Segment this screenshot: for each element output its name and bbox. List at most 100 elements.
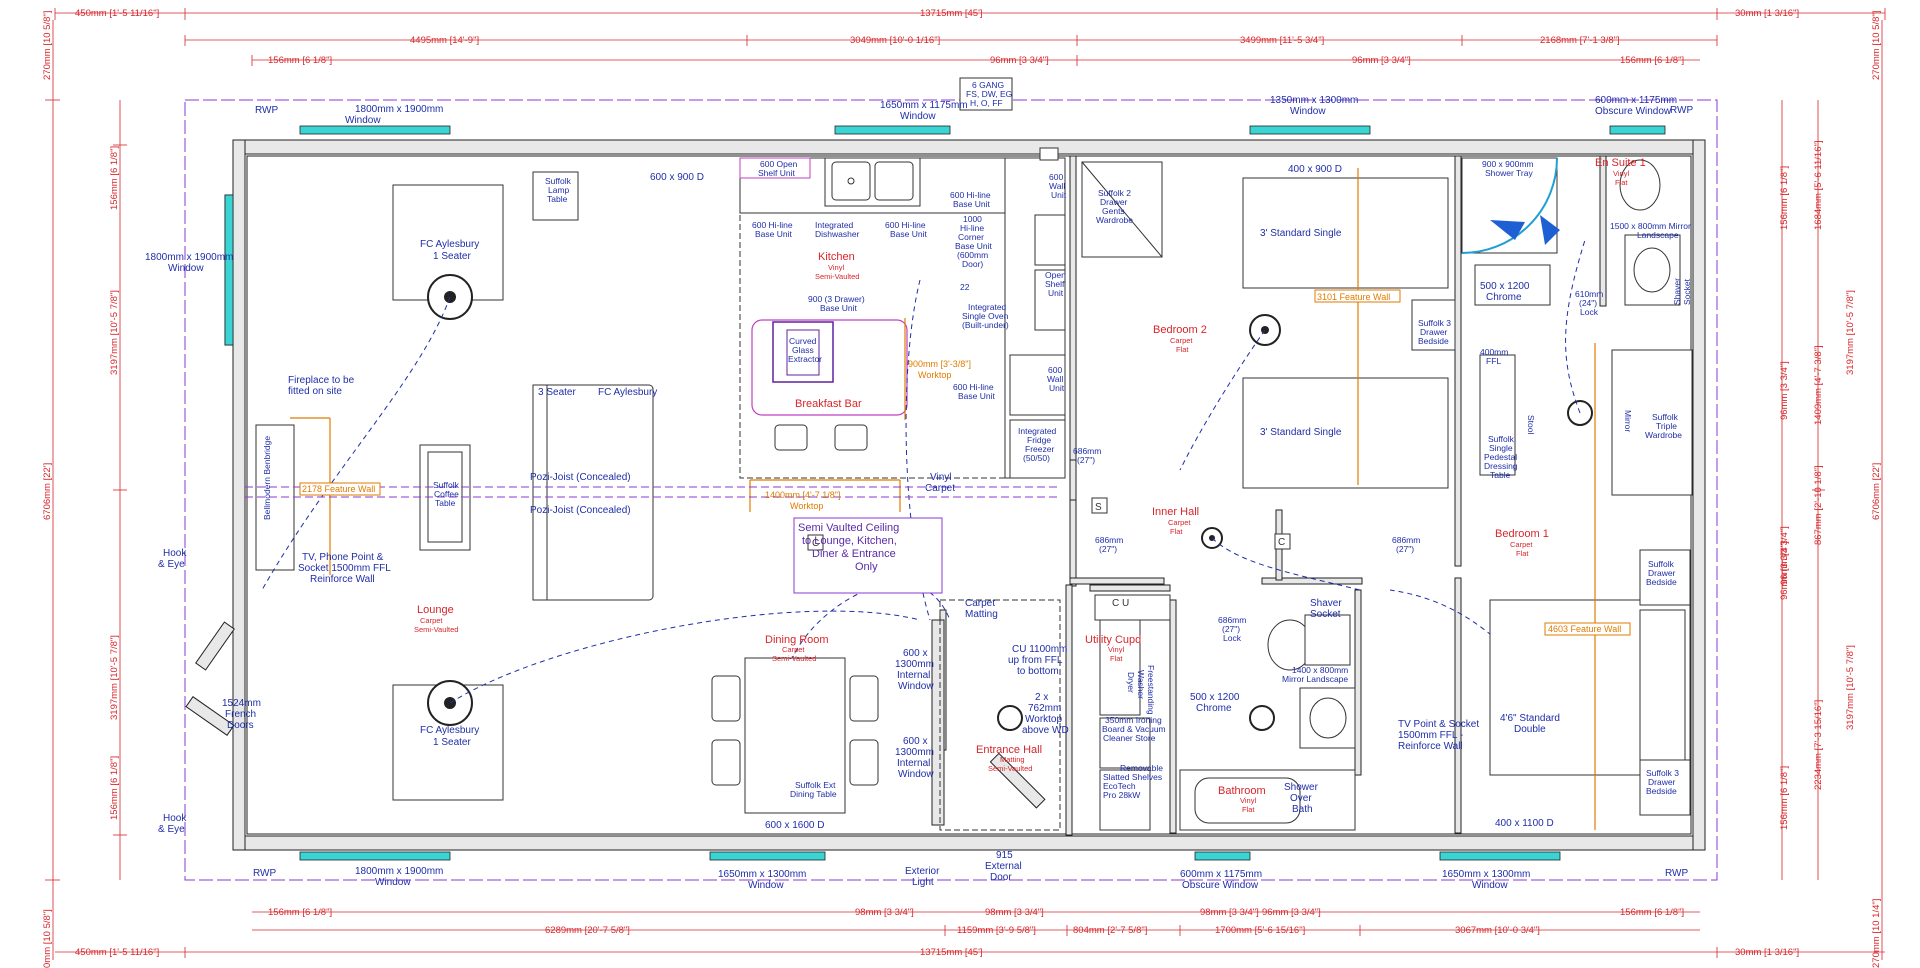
kit-wallunit2-1: 600: [1048, 365, 1062, 375]
int-window2-1: 600 x: [903, 736, 927, 747]
triple-wardrobe-2: Triple: [1656, 421, 1677, 431]
door686c-2: (27"): [1396, 544, 1414, 554]
boiler-2: Pro 28kW: [1103, 790, 1140, 800]
tv-bed1-1: TV Point & Socket: [1398, 719, 1479, 730]
chrome-bath-1: 500 x 1200: [1190, 692, 1240, 703]
ironing-2: Board & Vacuum: [1102, 724, 1166, 734]
kit-hiline4-2: Base Unit: [958, 391, 995, 401]
shaver-bath-2: Socket: [1310, 609, 1341, 620]
ens-mirror-1: 1500 x 800mm Mirror: [1610, 221, 1691, 231]
worktop-island-2: Worktop: [918, 370, 951, 380]
dim-right-outer-bot: 270mm [10 1/4"]: [1871, 899, 1882, 968]
kit-wallunit-1: 600: [1049, 172, 1063, 182]
kit-corner-6: Door): [962, 259, 983, 269]
kitchen: [739, 77, 1066, 512]
lounge-name: Lounge: [417, 604, 454, 616]
lounge-finish: Carpet: [420, 616, 443, 625]
dim-right-far-1: 3197mm [10'-5 7/8"]: [1845, 290, 1856, 375]
int-window2-4: Window: [898, 769, 934, 780]
int-window1-1: 600 x: [903, 648, 927, 659]
c-marker-2: C: [1278, 537, 1285, 548]
washer-1: Freestanding: [1146, 665, 1156, 715]
dim-left-inner-2: 3197mm [10'-5 7/8"]: [109, 290, 120, 375]
kit-fridge-1: Integrated: [1018, 426, 1057, 436]
tv-lounge-1: TV, Phone Point &: [302, 552, 384, 563]
bedside-b1bot-3: Bedside: [1646, 786, 1677, 796]
dim-top-section-3: 3499mm [11'-5 3/4"]: [1240, 35, 1324, 46]
feature-wall-bed1: 4603 Feature Wall: [1548, 624, 1621, 634]
dressing-3: Pedestal: [1484, 452, 1517, 462]
tv-lounge-2: Socket 1500mm FFL: [298, 563, 391, 574]
dim-bot-section-4: 1700mm [5'-6 15/16"]: [1215, 925, 1305, 936]
french-doors-2: French: [225, 709, 256, 720]
tv-bed1-2: 1500mm FFL -: [1398, 730, 1463, 741]
shower-tray-1: 900 x 900mm: [1482, 159, 1534, 169]
utility-finish: Vinyl: [1108, 645, 1124, 654]
kit-wallunit-2: Wall: [1049, 181, 1065, 191]
feature-wall-tags: [299, 289, 1631, 636]
hook-top-1: Hook: [163, 548, 187, 559]
rwp-top-left: RWP: [255, 105, 278, 116]
dim-bot-offset-3: 98mm [3 3/4"]: [985, 907, 1044, 918]
dim-top-overall-left: 450mm [1'-5 11/16"]: [75, 8, 159, 19]
bedside-b1top-3: Bedside: [1646, 577, 1677, 587]
shaver-bath-1: Shaver: [1310, 598, 1342, 609]
ensuite: [1461, 157, 1681, 306]
dim-bot-section-3: 804mm [2'-7 5/8"]: [1073, 925, 1147, 936]
bedroom1-name: Bedroom 1: [1495, 528, 1549, 540]
dim-left-outer-top: 270mm [10 5/8"]: [42, 11, 53, 80]
kit-hiline3-2: Base Unit: [953, 199, 990, 209]
floor-change-carpet: Carpet: [925, 483, 955, 494]
ext-door-3: Door: [990, 872, 1012, 883]
roof-outline: [184, 99, 1718, 881]
dining-table-2: Dining Table: [790, 789, 837, 799]
cu-letters: C U: [1112, 598, 1129, 609]
kit-drawer-2: Base Unit: [820, 303, 857, 313]
dim-right-inner-8: 2234mm [7'-3 15/16"]: [1813, 700, 1824, 790]
dim-bot-overall-mid: 13715mm [45']: [920, 947, 983, 958]
lamp-table-3: Table: [547, 194, 568, 204]
dim-right-far-2: 3197mm [10'-5 7/8"]: [1845, 645, 1856, 730]
bathroom-finish: Vinyl: [1240, 796, 1256, 805]
c-marker-box: [807, 534, 824, 551]
sofa-1: 3 Seater: [538, 387, 576, 398]
dim-bot-section-2: 1159mm [3'-9 5/8"]: [957, 925, 1036, 936]
door686b-1: 686mm: [1095, 535, 1123, 545]
hook-bottom-2: & Eye: [158, 824, 185, 835]
kit-num-22: 22: [960, 282, 970, 292]
radiator-top: 600 x 900 D: [650, 172, 704, 183]
bedside-b1bot-2: Drawer: [1648, 777, 1676, 787]
worktop-island-1: 900mm [3'-3/8"]: [908, 359, 971, 369]
dressing-1: Suffolk: [1488, 434, 1515, 444]
tv-bed1-3: Reinforce Wall: [1398, 741, 1463, 752]
carpet-matting-1: Carpet: [965, 598, 995, 609]
ens-chrome-2: Chrome: [1486, 292, 1522, 303]
ironing-1: 350mm Ironing: [1105, 715, 1162, 725]
washer-3: Dryer: [1126, 672, 1136, 693]
ens-chrome-1: 500 x 1200: [1480, 281, 1530, 292]
dim-right-inner-2: 1684mm [5'-6 11/16"]: [1813, 140, 1824, 230]
cu-2: up from FFL: [1008, 655, 1063, 666]
wardrobe-gents-4: Wardrobe: [1096, 215, 1133, 225]
french-doors-1: 1524mm: [222, 698, 261, 709]
c-marker: C: [812, 538, 819, 549]
window-bot-dining-label: Window: [748, 880, 784, 891]
window-left-size: 1800mm x 1900mm: [145, 252, 233, 263]
bathroom-floor: Flat: [1242, 805, 1255, 814]
s-marker-box: [1091, 497, 1108, 514]
door610-1: 610mm: [1575, 289, 1603, 299]
door686b-2: (27"): [1099, 544, 1117, 554]
window-top-bed2-size: 1350mm x 1300mm: [1270, 95, 1358, 106]
inner-hall-finish: Carpet: [1168, 518, 1191, 527]
ffl-1: 400mm: [1480, 347, 1508, 357]
dining-ceiling: Semi-Vaulted: [772, 654, 816, 663]
ens-shaver-1: Shaver: [1672, 278, 1682, 305]
dim-bot-offset-6: 156mm [6 1/8"]: [1620, 907, 1684, 918]
ext-light-1: Exterior: [905, 866, 940, 877]
kit-hiline2-2: Base Unit: [890, 229, 927, 239]
dim-left-inner-4: 156mm [6 1/8"]: [109, 756, 120, 820]
entrance-name: Entrance Hall: [976, 744, 1042, 756]
window-bot-bed1-size: 1650mm x 1300mm: [1442, 869, 1530, 880]
semi-vaulted-1: Semi Vaulted Ceiling: [798, 522, 899, 534]
